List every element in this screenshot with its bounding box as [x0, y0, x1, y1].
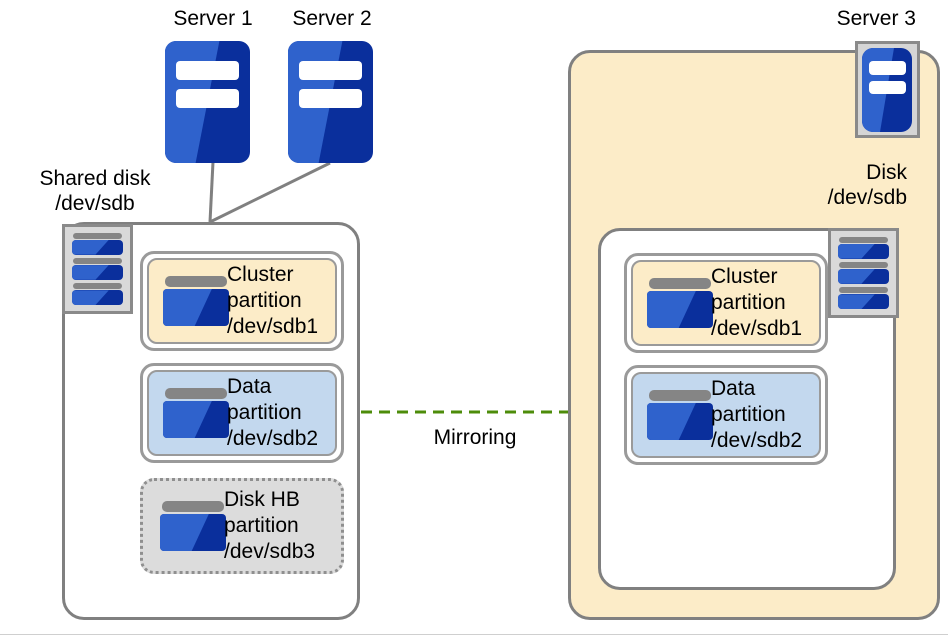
disk-unit [72, 258, 123, 280]
left-diskhb-partition-line3: /dev/sdb3 [224, 540, 316, 563]
disk-unit-highlight [72, 265, 109, 280]
partition-icon-highlight [163, 401, 212, 438]
server3-icon [862, 48, 912, 132]
left-diskhb-partition-box: Disk HB partition/dev/sdb3 [140, 478, 344, 574]
left-cluster-partition-text: Cluster partition/dev/sdb1 [227, 262, 318, 340]
server3-label: Server 3 [836, 7, 916, 30]
partition-icon [647, 390, 713, 440]
left-cluster-partition-box: Cluster partition/dev/sdb1 [140, 251, 344, 351]
left-cluster-partition-line1: Cluster [227, 263, 294, 286]
server3-icon-frame [855, 41, 920, 138]
partition-icon-cap [649, 278, 711, 289]
disk-unit-body [838, 294, 889, 309]
left-data-partition-inner: Data partition/dev/sdb2 [147, 370, 337, 456]
right-data-partition-line3: /dev/sdb2 [711, 429, 803, 452]
partition-icon-highlight [163, 289, 212, 326]
partition-icon-body [647, 291, 713, 328]
disk-unit-highlight [838, 294, 875, 309]
disk-unit-body [838, 269, 889, 284]
partition-icon [163, 276, 229, 326]
right-cluster-partition-line3: /dev/sdb1 [711, 317, 803, 340]
disk-unit-body [72, 265, 123, 280]
partition-icon-highlight [647, 291, 696, 328]
left-diskhb-partition-inner: Disk HB partition/dev/sdb3 [143, 481, 341, 571]
right-cluster-partition-text: Cluster partition/dev/sdb1 [711, 264, 802, 342]
server2-icon [288, 41, 373, 163]
partition-icon-cap [649, 390, 711, 401]
partition-icon [647, 278, 713, 328]
disk-unit-cap [839, 262, 888, 268]
disk-unit-cap [73, 258, 122, 264]
server1-icon [165, 41, 250, 163]
right-cluster-partition-line1: Cluster [711, 265, 778, 288]
right-data-partition-text: Data partition/dev/sdb2 [711, 376, 802, 454]
disk-unit-body [72, 239, 123, 255]
partition-icon-cap [165, 388, 227, 399]
disk-unit [838, 287, 889, 309]
left-data-partition-line1: Data [227, 375, 272, 398]
disk-unit-highlight [72, 239, 109, 255]
server-icon-bar-top [299, 60, 362, 81]
partition-icon-body [163, 401, 229, 438]
disk-unit [72, 233, 123, 255]
left-diskhb-partition-text: Disk HB partition/dev/sdb3 [224, 487, 315, 565]
partition-icon-body [160, 514, 226, 551]
partition-icon-highlight [160, 514, 209, 551]
right-data-partition-inner: Data partition/dev/sdb2 [631, 372, 821, 458]
disk-unit-highlight [72, 290, 109, 305]
server-icon-bar-top [176, 60, 239, 81]
right-data-partition-line1: Data [711, 377, 756, 400]
left-cluster-partition-inner: Cluster partition/dev/sdb1 [147, 258, 337, 344]
left-diskhb-partition-line2: partition [224, 514, 299, 537]
server-icon-bar-bottom [299, 88, 362, 109]
server2-label: Server 2 [292, 7, 372, 30]
server1-label: Server 1 [173, 7, 253, 30]
server-icon-bar-bottom [868, 80, 906, 95]
partition-icon-cap [165, 276, 227, 287]
disk-unit-cap [73, 283, 122, 290]
server-icon-bar-top [868, 61, 906, 75]
disk-unit [838, 237, 889, 259]
left-data-partition-text: Data partition/dev/sdb2 [227, 374, 318, 452]
disk-unit-highlight [838, 269, 875, 284]
partition-icon [160, 501, 226, 551]
partition-icon-body [647, 403, 713, 440]
shared-disk-label-line1: Shared disk [39, 167, 151, 190]
left-cluster-partition-line2: partition [227, 289, 302, 312]
disk-unit [838, 262, 889, 284]
disk-unit [72, 283, 123, 305]
partition-icon-highlight [647, 403, 696, 440]
disk-unit-cap [839, 287, 888, 294]
right-disk-label-line1: Disk [866, 161, 907, 184]
right-cluster-partition-box: Cluster partition/dev/sdb1 [624, 253, 828, 353]
disk-unit-cap [839, 237, 888, 243]
left-cluster-partition-line3: /dev/sdb1 [227, 315, 319, 338]
partition-icon [163, 388, 229, 438]
partition-icon-cap [162, 501, 224, 512]
mirroring-label: Mirroring [433, 426, 517, 449]
right-disk-label-line2: /dev/sdb [827, 186, 907, 209]
partition-icon-body [163, 289, 229, 326]
shared-disk-label-line2: /dev/sdb [55, 192, 135, 215]
right-data-partition-box: Data partition/dev/sdb2 [624, 365, 828, 465]
disk-unit-body [838, 243, 889, 259]
disk-unit-cap [73, 233, 122, 239]
disk-unit-body [72, 290, 123, 305]
server-icon-bar-bottom [176, 88, 239, 109]
shared-disk-array-icon [62, 224, 133, 314]
server2-to-shared-disk-line [209, 161, 331, 224]
left-data-partition-line3: /dev/sdb2 [227, 427, 319, 450]
right-cluster-partition-line2: partition [711, 291, 786, 314]
disk-unit-highlight [838, 243, 875, 259]
right-disk-array-icon [828, 228, 899, 318]
left-data-partition-box: Data partition/dev/sdb2 [140, 363, 344, 463]
left-diskhb-partition-line1: Disk HB [224, 488, 300, 511]
right-cluster-partition-inner: Cluster partition/dev/sdb1 [631, 260, 821, 346]
right-data-partition-line2: partition [711, 403, 786, 426]
server1-to-shared-disk-line [208, 161, 215, 223]
left-data-partition-line2: partition [227, 401, 302, 424]
